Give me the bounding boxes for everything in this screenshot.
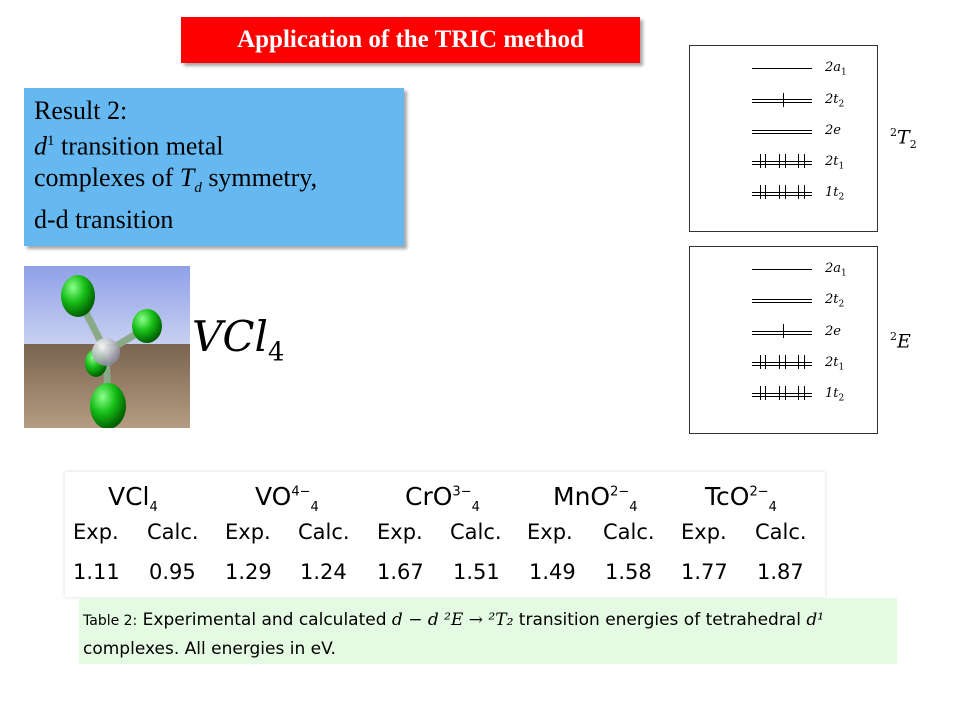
electron-pair-arrow [760,355,761,369]
table-subheader: Exp. [225,520,271,544]
level-line [752,331,812,335]
result-line-3: d-d transition [34,204,174,234]
electron-pair-arrow [798,355,799,369]
table-cell: 1.49 [529,560,576,584]
level-label: 2t1 [825,355,845,373]
slide-title: Application of the TRIC method [181,17,640,63]
table-subheader: Exp. [73,520,119,544]
electron-pair-arrow [765,154,766,168]
level-line [752,362,812,366]
level-label: 2a1 [825,261,847,279]
level-label: 1t2 [825,185,845,203]
level-line [752,130,812,134]
result-heading: Result 2: [34,96,128,125]
electron-pair-arrow [804,154,805,168]
vcl4-molecule-image [24,266,190,428]
electron-pair-arrow [785,386,786,400]
electron-pair-arrow [779,154,780,168]
energies-table: VCl4 VO4−4 CrO3−4 MnO2−4 TcO2−4 Exp. Cal… [65,472,825,597]
table-subheader: Calc. [450,520,502,544]
table-subheader: Calc. [755,520,807,544]
level-label: 2t2 [825,292,845,310]
electron-pair-arrow [760,386,761,400]
level-label: 2e [825,324,841,339]
electron-pair-arrow [785,154,786,168]
result-line-1: d1 transition metal [34,131,224,161]
level-line [752,68,812,69]
electron-pair-arrow [779,386,780,400]
table-cell: 1.24 [300,560,347,584]
caption-line-1: Table 2: Experimental and calculated d −… [83,610,825,630]
state-label-2t2: 2T2 [890,126,917,152]
level-line [752,99,812,103]
table-cell: 1.87 [757,560,804,584]
table-header: VO4−4 [255,482,319,515]
table-header: TcO2−4 [705,482,777,515]
electron-pair-arrow [798,386,799,400]
electron-pair-arrow [765,355,766,369]
table-header: VCl4 [108,482,158,515]
table-cell: 0.95 [149,560,196,584]
electron-up-arrow [783,324,784,338]
table-subheader: Exp. [377,520,423,544]
electron-pair-arrow [798,185,799,199]
table-cell: 1.29 [225,560,272,584]
table-cell: 1.67 [377,560,424,584]
result-line-2: complexes of Td symmetry, [34,162,318,196]
state-label-2e: 2E [890,330,911,353]
table-subheader: Calc. [603,520,655,544]
result-box: Result 2: d1 transition metal complexes … [24,88,404,246]
level-line [752,269,812,270]
level-label: 2t1 [825,154,845,172]
table-subheader: Calc. [298,520,350,544]
table-header: MnO2−4 [553,482,638,515]
level-line [752,299,812,303]
orbital-diagram-2t2: 2a1 2t2 2e 2t1 1t2 [689,45,878,232]
level-label: 2a1 [825,60,847,78]
level-line [752,192,812,196]
table-cell: 1.77 [681,560,728,584]
level-line [752,161,812,165]
orbital-diagram-2e: 2a1 2t2 2e 2t1 1t2 [689,246,878,434]
level-label: 1t2 [825,386,845,404]
level-line [752,393,812,397]
electron-pair-arrow [779,355,780,369]
molecule-label: VCl4 [192,312,285,368]
electron-up-arrow [783,93,784,107]
electron-pair-arrow [760,154,761,168]
table-subheader: Exp. [527,520,573,544]
caption-line-2: complexes. All energies in eV. [83,639,336,659]
electron-pair-arrow [760,185,761,199]
table-cell: 1.51 [453,560,500,584]
electron-pair-arrow [765,185,766,199]
electron-pair-arrow [804,355,805,369]
table-subheader: Exp. [681,520,727,544]
electron-pair-arrow [804,185,805,199]
electron-pair-arrow [785,355,786,369]
electron-pair-arrow [785,185,786,199]
electron-pair-arrow [765,386,766,400]
level-label: 2e [825,123,841,138]
table-header: CrO3−4 [405,482,480,515]
table-cell: 1.11 [73,560,120,584]
table-subheader: Calc. [147,520,199,544]
electron-pair-arrow [798,154,799,168]
electron-pair-arrow [804,386,805,400]
table-cell: 1.58 [605,560,652,584]
electron-pair-arrow [779,185,780,199]
table-caption: Table 2: Experimental and calculated d −… [79,598,897,664]
level-label: 2t2 [825,92,845,110]
